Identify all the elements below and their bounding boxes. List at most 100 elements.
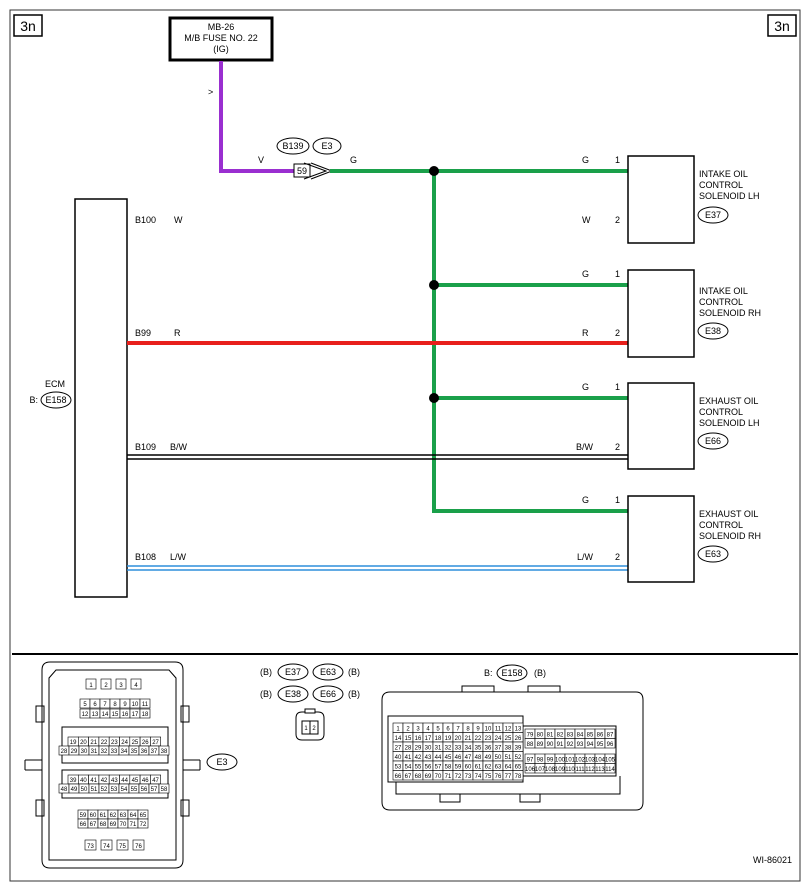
pin-number: 27 <box>152 740 159 746</box>
svg-text:2: 2 <box>312 726 316 732</box>
pin-number: 97 <box>527 757 534 763</box>
pin-number: 31 <box>91 749 98 755</box>
pin-number: 24 <box>121 740 128 746</box>
pin-cell <box>137 818 149 829</box>
svg-text:SOLENOID RH: SOLENOID RH <box>699 308 761 318</box>
pin-number: 100 <box>555 757 566 763</box>
pin-number: 11 <box>495 726 502 732</box>
pin-number: 103 <box>585 757 596 763</box>
pin-number: 23 <box>111 740 118 746</box>
pin-number: 33 <box>111 749 118 755</box>
pin-number: 74 <box>103 844 110 850</box>
svg-text:G: G <box>582 155 589 165</box>
svg-text:B:: B: <box>29 395 38 405</box>
figure-id: WI-86021 <box>753 855 792 865</box>
pin-number: 99 <box>547 757 554 763</box>
pin-number: 7 <box>456 726 460 732</box>
pin-number: 24 <box>495 736 502 742</box>
pin-number: 57 <box>435 764 442 770</box>
pin-number: 4 <box>426 726 430 732</box>
pin-cell <box>604 738 616 749</box>
pin-number: 69 <box>425 774 432 780</box>
pin-number: 37 <box>495 745 502 751</box>
pin-number: 37 <box>151 749 158 755</box>
svg-text:E66: E66 <box>320 689 336 699</box>
ecm-pin-b99: B99 <box>135 328 151 338</box>
pin-number: 17 <box>132 712 139 718</box>
solenoid-intake-rh: G 1 R 2 INTAKE OIL CONTROL SOLENOID RH E… <box>582 269 761 358</box>
fuse-box: MB-26 M/B FUSE NO. 22 (IG) <box>168 16 274 62</box>
svg-text:(B): (B) <box>534 668 546 678</box>
svg-text:E158: E158 <box>501 668 522 678</box>
pin-number: 8 <box>113 702 117 708</box>
pin-number: 65 <box>140 813 147 819</box>
pin-number: 68 <box>100 822 107 828</box>
pin-number: 12 <box>82 712 89 718</box>
wire-color-g: G <box>350 155 357 165</box>
svg-text:B139: B139 <box>282 141 303 151</box>
svg-text:E63: E63 <box>320 667 336 677</box>
pin-number: 43 <box>111 778 118 784</box>
ecm-box: ECM B: E158 <box>29 198 128 598</box>
diagram-frame <box>9 9 801 882</box>
pin-cell <box>130 678 142 690</box>
ecm-pin-b100-color: W <box>174 215 183 225</box>
pin-number: 75 <box>119 844 126 850</box>
pin-number: 29 <box>415 745 422 751</box>
pin-number: 3 <box>416 726 420 732</box>
svg-text:(B): (B) <box>260 667 272 677</box>
pin-number: 45 <box>132 778 139 784</box>
pin-number: 79 <box>527 732 534 738</box>
solenoid-exhaust-lh: G 1 B/W 2 EXHAUST OIL CONTROL SOLENOID L… <box>576 382 760 470</box>
pin-number: 47 <box>152 778 159 784</box>
pin-number: 53 <box>111 787 118 793</box>
connector-e3-tag <box>206 753 238 771</box>
pin-number: 19 <box>445 736 452 742</box>
pin-number: 39 <box>515 745 522 751</box>
pin-number: 62 <box>485 764 492 770</box>
pin-number: 35 <box>131 749 138 755</box>
pin-number: 61 <box>100 813 107 819</box>
pin-number: 13 <box>92 712 99 718</box>
pin-number: 87 <box>607 732 614 738</box>
fuse-arrow-label: > <box>208 87 213 97</box>
svg-text:1: 1 <box>615 495 620 505</box>
pin-number: 80 <box>537 732 544 738</box>
pin-number: 32 <box>445 745 452 751</box>
pin-number: 34 <box>465 745 472 751</box>
svg-text:1: 1 <box>304 726 308 732</box>
pin-number: 90 <box>547 742 554 748</box>
pin-number: 46 <box>455 755 462 761</box>
pin-number: 1 <box>396 726 400 732</box>
pin-number: 6 <box>93 702 97 708</box>
pin-number: 15 <box>405 736 412 742</box>
pin-number: 70 <box>435 774 442 780</box>
splice-1 <box>429 166 439 176</box>
pin-number: 14 <box>395 736 402 742</box>
page-tag-right: 3n <box>767 14 797 37</box>
pin-number: 34 <box>121 749 128 755</box>
svg-text:3n: 3n <box>20 18 36 34</box>
pin-number: 52 <box>101 787 108 793</box>
svg-text:B:: B: <box>484 668 493 678</box>
pin-number: 112 <box>585 767 595 773</box>
pin-number: 110 <box>565 767 575 773</box>
svg-text:CONTROL: CONTROL <box>699 180 743 190</box>
pin-number: 78 <box>515 774 522 780</box>
pin-number: 15 <box>112 712 119 718</box>
ecm-pin-b108: B108 <box>135 552 156 562</box>
pin-number: 92 <box>567 742 574 748</box>
pin-number: 49 <box>71 787 78 793</box>
connector-e158-labels: B: E158 (B) <box>484 664 546 682</box>
pin-number: 21 <box>465 736 472 742</box>
pin-cell <box>100 839 113 851</box>
pin-number: 68 <box>415 774 422 780</box>
pin-number: 41 <box>90 778 97 784</box>
pin-cell <box>115 678 127 690</box>
svg-text:E66: E66 <box>705 436 721 446</box>
pin-number: 30 <box>81 749 88 755</box>
pin-number: 41 <box>405 755 412 761</box>
svg-text:(IG): (IG) <box>213 44 229 54</box>
